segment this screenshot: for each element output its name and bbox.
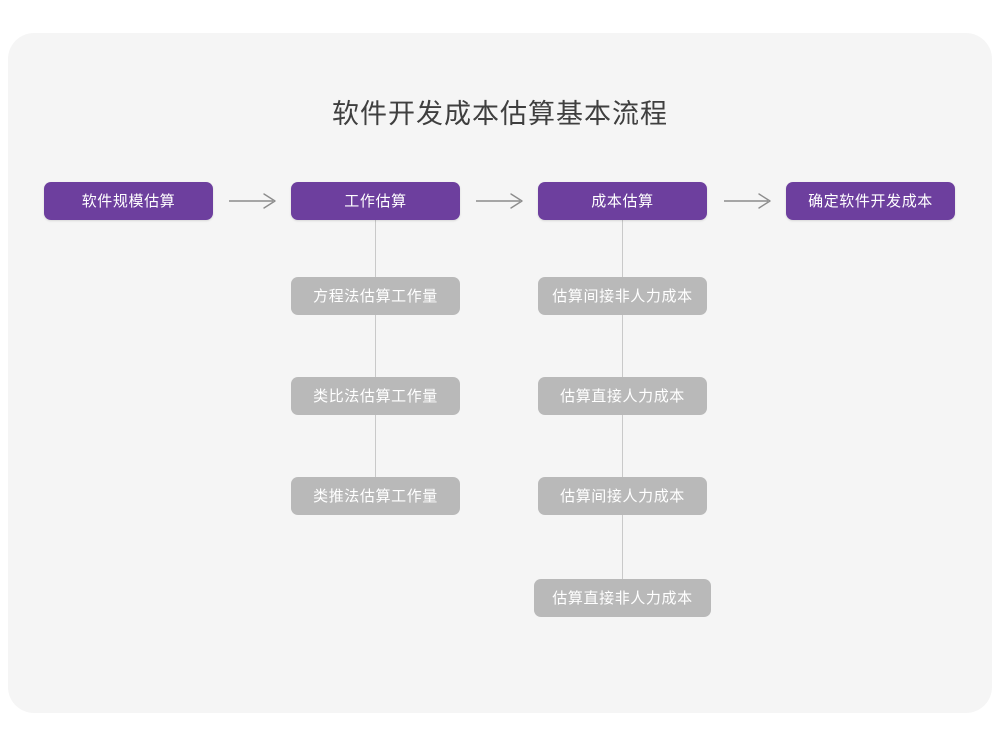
connector-line bbox=[375, 315, 376, 377]
flow-step-2[interactable]: 工作估算 bbox=[291, 182, 460, 220]
work-estimation-methods-item-3[interactable]: 类推法估算工作量 bbox=[291, 477, 460, 515]
work-estimation-methods-item-2[interactable]: 类比法估算工作量 bbox=[291, 377, 460, 415]
cost-estimation-components-item-4[interactable]: 估算直接非人力成本 bbox=[534, 579, 711, 617]
arrow-right-icon bbox=[475, 189, 523, 213]
connector-line bbox=[622, 315, 623, 377]
connector-line bbox=[622, 515, 623, 579]
page-title: 软件开发成本估算基本流程 bbox=[332, 99, 668, 129]
flow-step-3[interactable]: 成本估算 bbox=[538, 182, 707, 220]
cost-estimation-components-item-3[interactable]: 估算间接人力成本 bbox=[538, 477, 707, 515]
diagram-card bbox=[8, 33, 992, 713]
flow-step-4[interactable]: 确定软件开发成本 bbox=[786, 182, 955, 220]
connector-line bbox=[622, 220, 623, 277]
flow-step-1[interactable]: 软件规模估算 bbox=[44, 182, 213, 220]
connector-line bbox=[375, 415, 376, 477]
arrow-right-icon bbox=[228, 189, 276, 213]
connector-line bbox=[622, 415, 623, 477]
cost-estimation-components-item-1[interactable]: 估算间接非人力成本 bbox=[538, 277, 707, 315]
work-estimation-methods-item-1[interactable]: 方程法估算工作量 bbox=[291, 277, 460, 315]
connector-line bbox=[375, 220, 376, 277]
arrow-right-icon bbox=[723, 189, 771, 213]
cost-estimation-components-item-2[interactable]: 估算直接人力成本 bbox=[538, 377, 707, 415]
